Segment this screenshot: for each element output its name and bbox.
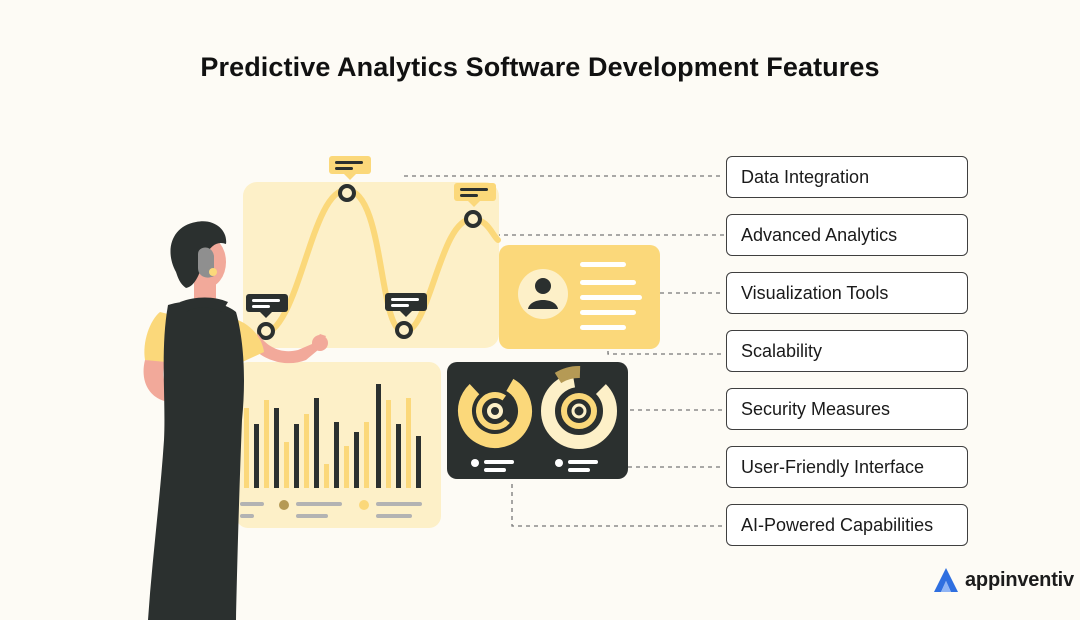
bar-chart-legend <box>240 500 422 518</box>
feature-label: Scalability <box>741 340 823 361</box>
chart-point-4 <box>257 322 275 340</box>
feature-label: Visualization Tools <box>741 282 889 303</box>
tooltip-icon <box>454 183 496 207</box>
donut-chart-card <box>447 362 628 479</box>
profile-card <box>499 245 660 349</box>
feature-label: AI-Powered Capabilities <box>741 514 934 535</box>
feature-security-measures: Security Measures <box>726 388 968 430</box>
line-chart-panel <box>243 156 501 348</box>
feature-ai-powered-capabilities: AI-Powered Capabilities <box>726 504 968 546</box>
chart-point-2 <box>464 210 482 228</box>
bar-chart-bars <box>244 384 421 488</box>
feature-label: User-Friendly Interface <box>741 456 925 477</box>
feature-label: Advanced Analytics <box>741 224 898 245</box>
person-torso <box>148 300 244 620</box>
feature-scalability: Scalability <box>726 330 968 372</box>
tooltip-icon <box>385 293 427 317</box>
feature-label: Data Integration <box>741 166 870 187</box>
chart-point-1 <box>338 184 356 202</box>
person-illustration <box>143 221 328 620</box>
feature-label: Security Measures <box>741 398 891 419</box>
bar-chart-panel <box>236 362 441 528</box>
feature-visualization-tools: Visualization Tools <box>726 272 968 314</box>
feature-advanced-analytics: Advanced Analytics <box>726 214 968 256</box>
connector-lines <box>404 175 724 527</box>
appinventiv-logo-icon <box>934 568 958 592</box>
tooltip-icon <box>246 294 288 318</box>
feature-user-friendly-interface: User-Friendly Interface <box>726 446 968 488</box>
chart-point-3 <box>395 321 413 339</box>
brand-name: appinventiv <box>965 568 1074 591</box>
connector-ai-powered <box>511 484 724 527</box>
tooltip-icon <box>329 156 371 180</box>
brand-logo: appinventiv <box>932 566 1074 594</box>
person-arm <box>250 334 326 364</box>
donut-legend <box>471 459 598 472</box>
feature-data-integration: Data Integration <box>726 156 968 198</box>
page-title: Predictive Analytics Software Developmen… <box>200 52 880 82</box>
donut-chart-1 <box>458 374 532 448</box>
